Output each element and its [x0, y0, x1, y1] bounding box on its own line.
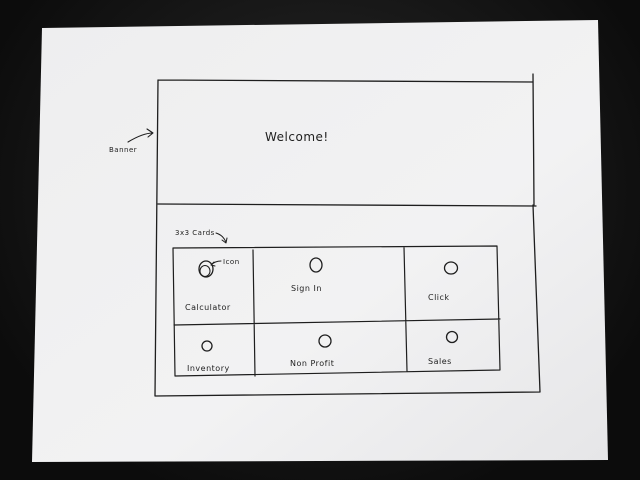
card-label: Sign In: [291, 284, 322, 293]
circle-icon: [198, 260, 214, 278]
paper-sheet: [32, 20, 608, 462]
circle-icon: [199, 265, 211, 277]
welcome-text[interactable]: Welcome!: [265, 130, 329, 144]
circle-icon: [318, 334, 332, 348]
card-label: Sales: [428, 357, 452, 366]
circle-icon: [201, 340, 213, 352]
card-sales[interactable]: Sales: [428, 330, 459, 367]
card-label: Inventory: [187, 364, 230, 373]
card-inventory[interactable]: Inventory: [187, 340, 230, 373]
cards-arrow: [215, 232, 228, 244]
icon-annotation: Icon: [223, 258, 240, 266]
cards-grid: [172, 245, 501, 377]
cards-annotation: 3x3 Cards: [175, 229, 215, 237]
card-click[interactable]: Click: [428, 261, 459, 302]
page-frame: [154, 73, 541, 397]
banner-annotation: Banner: [109, 146, 137, 154]
card-label: Non Profit: [290, 359, 334, 368]
circle-icon: [445, 330, 459, 344]
circle-icon: [309, 257, 323, 273]
banner-divider: [157, 203, 537, 207]
card-sign-in[interactable]: Sign In: [291, 257, 323, 293]
card-label: Calculator: [185, 303, 231, 312]
card-label: Click: [428, 293, 450, 302]
card-calculator[interactable]: Calculator: [185, 260, 231, 312]
circle-icon: [443, 261, 459, 275]
card-non-profit[interactable]: Non Profit: [290, 334, 334, 368]
banner-arrow: [127, 128, 154, 143]
